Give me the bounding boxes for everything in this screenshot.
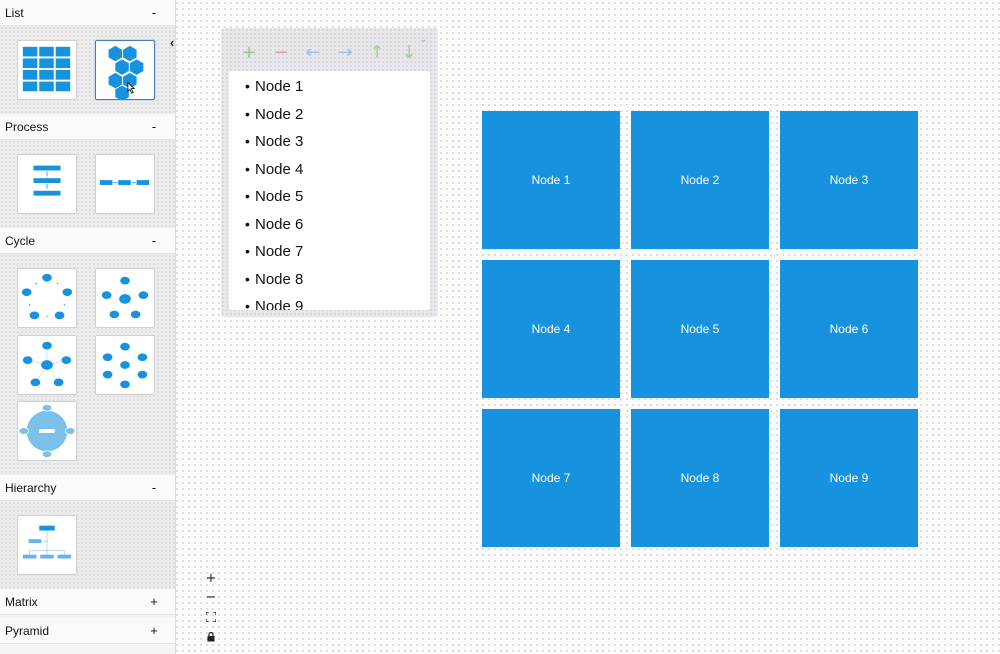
fit-view-button[interactable] <box>201 608 221 626</box>
list-item[interactable]: • Node 5 <box>245 186 303 206</box>
multidirectional-cycle-icon <box>102 342 148 389</box>
section-body-process <box>0 140 175 228</box>
canvas-node[interactable]: Node 5 <box>631 260 769 398</box>
canvas-node[interactable]: Node 3 <box>780 111 918 249</box>
canvas-node[interactable]: Node 9 <box>780 409 918 547</box>
list-item-text[interactable]: Node 7 <box>255 243 304 260</box>
list-item-text[interactable]: Node 3 <box>255 133 304 150</box>
list-item[interactable]: • Node 2 <box>245 104 303 124</box>
canvas-node[interactable]: Node 1 <box>482 111 620 249</box>
text-outline-panel: + − ← → ↑ ↓ ⌄ • Node 1 • Node 2 • Node 3 • N… <box>221 28 438 317</box>
layout-thumb-hexagon-list[interactable] <box>95 40 155 100</box>
bullet-icon: • <box>245 188 250 204</box>
bullet-icon: • <box>245 78 250 94</box>
expand-toggle[interactable]: + <box>150 594 158 609</box>
outdent-node-button[interactable]: ← <box>305 42 321 63</box>
layout-thumb-org-chart[interactable] <box>17 515 77 575</box>
indent-node-button[interactable]: → <box>337 42 353 63</box>
circle-cycle-icon <box>18 404 76 458</box>
layout-thumb-basic-block-list[interactable] <box>17 40 77 100</box>
zoom-in-button[interactable]: + <box>205 571 217 586</box>
section-body-hierarchy <box>0 501 175 589</box>
list-item-text[interactable]: Node 5 <box>255 188 304 205</box>
radial-spoke-icon <box>22 341 72 387</box>
list-item-text[interactable]: Node 9 <box>255 298 304 310</box>
collapse-toggle[interactable]: - <box>151 119 157 134</box>
section-label: Process <box>5 119 49 134</box>
move-down-button[interactable]: ↓ <box>401 42 417 63</box>
bullet-icon: • <box>245 243 250 259</box>
section-header-list[interactable]: List - <box>0 0 175 26</box>
section-body-list <box>0 26 175 114</box>
list-item-text[interactable]: Node 1 <box>255 78 304 95</box>
bullet-icon: • <box>245 216 250 232</box>
section-label: Hierarchy <box>5 480 57 495</box>
list-item[interactable]: • Node 9 <box>245 296 303 310</box>
section-header-hierarchy[interactable]: Hierarchy - <box>0 475 175 501</box>
canvas-node[interactable]: Node 4 <box>482 260 620 398</box>
canvas-node[interactable]: Node 2 <box>631 111 769 249</box>
zoom-out-button[interactable]: − <box>205 590 217 605</box>
basic-cycle-icon <box>21 273 73 320</box>
move-up-button[interactable]: ↑ <box>369 42 385 63</box>
section-label: Matrix <box>5 594 38 609</box>
fit-view-icon <box>205 611 217 623</box>
bullet-icon: • <box>245 133 250 149</box>
list-item[interactable]: • Node 8 <box>245 269 303 289</box>
layout-thumb-circle-cycle[interactable] <box>17 401 77 461</box>
layout-thumb-multidirectional-cycle[interactable] <box>95 335 155 395</box>
chevron-left-icon[interactable]: ‹ <box>170 35 175 50</box>
canvas-node[interactable]: Node 6 <box>780 260 918 398</box>
canvas-node[interactable]: Node 8 <box>631 409 769 547</box>
section-header-matrix[interactable]: Matrix + <box>0 589 175 615</box>
layout-thumb-vertical-process[interactable] <box>17 154 77 214</box>
layout-sidebar: List - Process - <box>0 0 176 654</box>
list-item[interactable]: • Node 3 <box>245 131 303 151</box>
list-item-text[interactable]: Node 4 <box>255 161 304 178</box>
org-chart-icon <box>22 525 72 559</box>
canvas-node[interactable]: Node 7 <box>482 409 620 547</box>
radial-cycle-icon <box>101 276 149 319</box>
expand-toggle[interactable]: + <box>150 623 158 638</box>
remove-node-button[interactable]: − <box>273 42 289 63</box>
section-header-cycle[interactable]: Cycle - <box>0 228 175 254</box>
layout-thumb-radial-cycle[interactable] <box>17 335 77 395</box>
lock-button[interactable] <box>201 628 221 646</box>
list-item-text[interactable]: Node 2 <box>255 106 304 123</box>
horizontal-process-icon <box>99 180 150 185</box>
node-text-list[interactable]: •Node 1 •Node 2 •Node 3 •Node 4 •Node 5 … <box>229 71 430 310</box>
hexagon-list-icon <box>108 45 144 99</box>
bullet-icon: • <box>245 298 250 310</box>
list-item[interactable]: • Node 1 <box>245 76 303 96</box>
layout-thumb-basic-cycle[interactable] <box>17 268 77 328</box>
section-header-process[interactable]: Process - <box>0 114 175 140</box>
section-header-pyramid[interactable]: Pyramid + <box>0 618 175 644</box>
collapse-toggle[interactable]: - <box>151 480 157 495</box>
vertical-process-icon <box>33 165 61 196</box>
collapse-toggle[interactable]: - <box>151 233 157 248</box>
section-label: Cycle <box>5 233 36 248</box>
section-body-cycle <box>0 254 175 475</box>
lock-icon <box>207 631 215 641</box>
section-label: Pyramid <box>5 623 50 638</box>
add-node-button[interactable]: + <box>241 42 257 63</box>
list-item[interactable]: • Node 7 <box>245 241 303 261</box>
section-label: List <box>5 5 24 20</box>
list-item-text[interactable]: Node 8 <box>255 271 304 288</box>
collapse-toggle[interactable]: - <box>151 5 157 20</box>
list-item[interactable]: • Node 4 <box>245 159 303 179</box>
bullet-icon: • <box>245 271 250 287</box>
layout-thumb-horizontal-process[interactable] <box>95 154 155 214</box>
bullet-icon: • <box>245 106 250 122</box>
chevron-down-icon[interactable]: ⌄ <box>419 34 428 45</box>
layout-thumb-cycle-with-center[interactable] <box>95 268 155 328</box>
bullet-icon: • <box>245 161 250 177</box>
list-item[interactable]: • Node 6 <box>245 214 303 234</box>
list-item-text[interactable]: Node 6 <box>255 216 304 233</box>
block-list-icon <box>22 46 71 92</box>
